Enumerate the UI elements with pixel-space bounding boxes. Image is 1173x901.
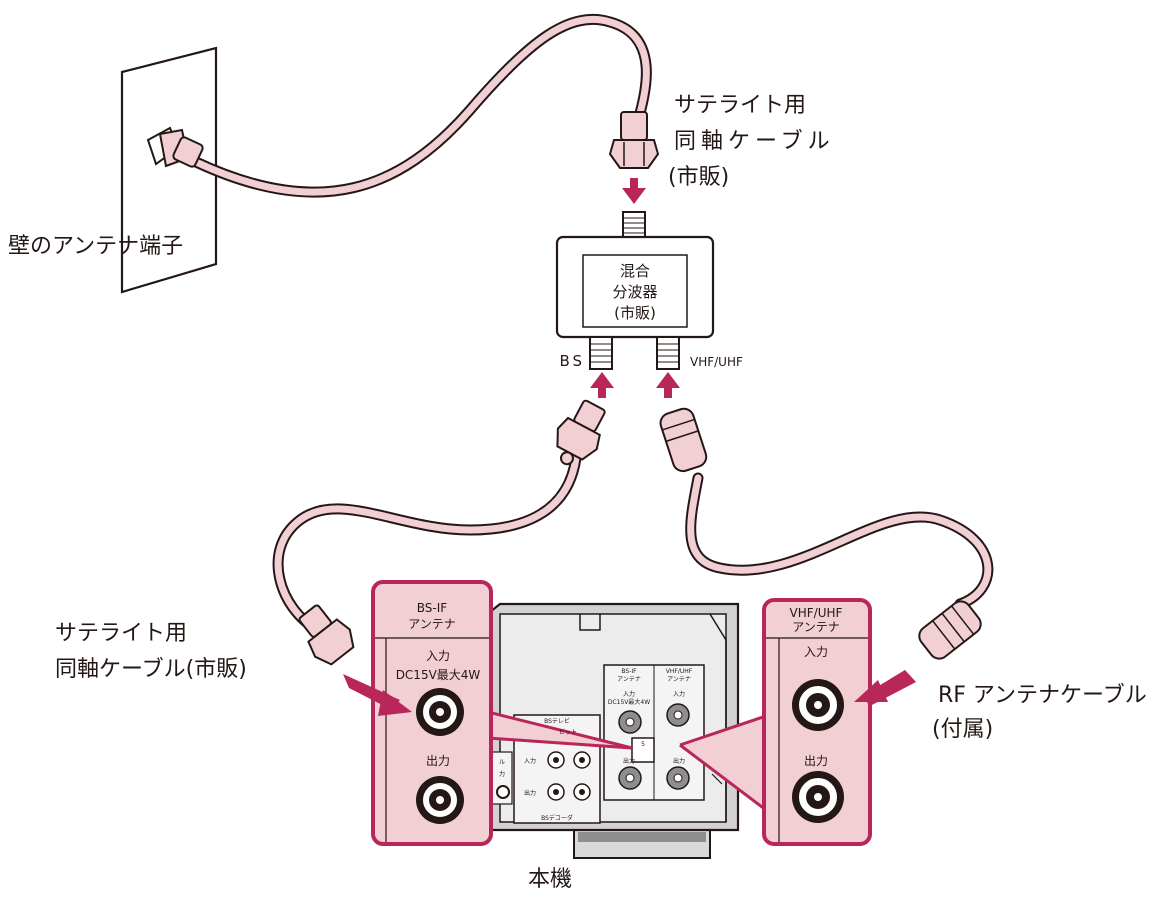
wall xyxy=(120,46,218,294)
panel-left-partial-1: ル xyxy=(499,759,505,766)
satellite-cable-top xyxy=(190,13,652,198)
unit-label: 本機 xyxy=(528,867,572,892)
right-callout-input: 入力 xyxy=(804,645,828,659)
arrow-left-input xyxy=(343,674,412,716)
panel-bit: ビット xyxy=(559,728,577,736)
right-callout-plug xyxy=(918,600,982,660)
arrow-up-bs xyxy=(590,372,614,398)
right-callout xyxy=(679,598,872,846)
panel-bsif-spec: DC15V最大4W xyxy=(608,698,650,706)
sat-cable-top-label-1: サテライト用 xyxy=(674,93,806,118)
wall-terminal-label: 壁のアンテナ端子 xyxy=(8,234,183,259)
panel-bsif-2: アンテナ xyxy=(617,676,641,683)
left-callout-title-2: アンテナ xyxy=(408,617,456,631)
left-callout-title-1: BS-IF xyxy=(417,601,448,615)
main-unit xyxy=(478,602,740,859)
sat-cable-left-label-2: 同軸ケーブル(市販) xyxy=(55,657,247,682)
right-callout-title-2: アンテナ xyxy=(792,620,840,634)
port-bs-label: BS xyxy=(559,352,585,370)
mixer-label-2: 分波器 xyxy=(612,283,657,301)
panel-rca-input: 入力 xyxy=(524,757,536,765)
panel-vhf-2: アンテナ xyxy=(667,676,691,683)
panel-vhf-1: VHF/UHF xyxy=(666,668,693,675)
wall-antenna-terminal xyxy=(146,126,204,168)
panel-bsif-1: BS-IF xyxy=(621,668,637,675)
vhf-cable-plug xyxy=(659,407,708,473)
top-cable-plug xyxy=(608,111,660,169)
mixer-label-1: 混合 xyxy=(620,262,650,280)
arrow-up-vhf xyxy=(656,372,680,398)
panel-left-partial-2: 力 xyxy=(499,770,505,778)
rf-cable-label-2: (付属) xyxy=(932,717,993,742)
left-callout-input-spec: DC15V最大4W xyxy=(396,668,481,682)
panel-rca-output: 出力 xyxy=(524,789,536,797)
left-callout-output: 出力 xyxy=(426,754,450,768)
panel-vhf-output: 出力 xyxy=(673,757,685,765)
bs-cable-plug xyxy=(556,399,606,466)
sat-cable-left-label-1: サテライト用 xyxy=(55,621,187,646)
panel-bs-tv: BSテレビ xyxy=(544,717,570,725)
port-vhf-uhf-label: VHF/UHF xyxy=(690,355,743,369)
mixer-splitter xyxy=(555,211,715,370)
left-callout-plug xyxy=(298,604,355,666)
left-callout-input: 入力 xyxy=(426,649,450,663)
sat-cable-top-label-2: 同軸ケーブル xyxy=(674,129,835,154)
left-callout xyxy=(371,580,633,846)
right-callout-output: 出力 xyxy=(804,754,828,768)
mixer-label-3: (市販) xyxy=(614,304,656,322)
panel-vhf-input: 入力 xyxy=(673,690,685,698)
panel-switch-mark: 5 xyxy=(641,741,645,748)
panel-bs-decoder: BSデコーダ xyxy=(541,814,573,822)
right-callout-title-1: VHF/UHF xyxy=(790,606,843,620)
rf-antenna-cable xyxy=(685,472,994,610)
panel-bsif-output: 出力 xyxy=(623,757,635,765)
arrow-right-input xyxy=(854,670,916,706)
arrow-down xyxy=(622,178,646,204)
panel-bsif-input: 入力 xyxy=(623,690,635,698)
sat-cable-top-label-3: (市販) xyxy=(668,165,729,190)
satellite-cable-left xyxy=(272,452,582,636)
rf-cable-label-1: RF アンテナケーブル xyxy=(938,683,1147,708)
